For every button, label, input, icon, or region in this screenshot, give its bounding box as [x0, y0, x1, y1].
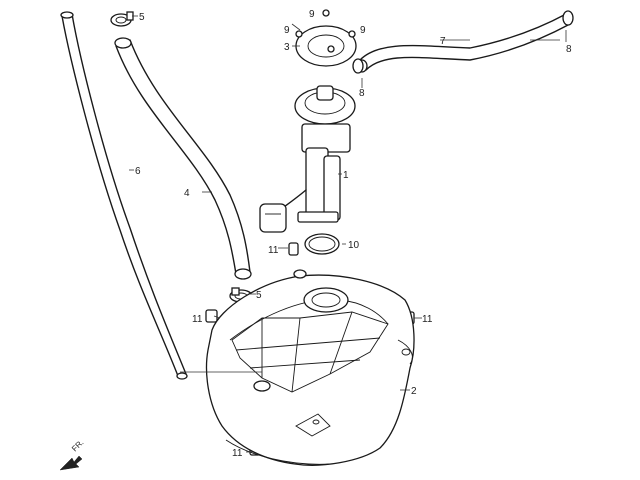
- callout-6: 6: [135, 166, 141, 177]
- breather-tube-6: [60, 11, 188, 380]
- callout-9-top: 9: [309, 9, 315, 20]
- callout-3: 3: [284, 42, 290, 53]
- callout-labels: 5 6 4 5 9 9 9 3 7 8 8 1 10 11 11 11 2 11: [135, 9, 572, 459]
- hose-clamp-8-left: [352, 58, 364, 74]
- callout-4: 4: [184, 188, 190, 199]
- callout-9-left: 9: [284, 25, 290, 36]
- arrow-icon: [59, 455, 83, 471]
- callout-11-d: 11: [232, 448, 243, 459]
- retaining-plate-3: [295, 25, 357, 67]
- front-direction-indicator: FR.: [59, 438, 86, 471]
- hose-clamp-8-right: [562, 10, 574, 26]
- callout-1: 1: [343, 170, 349, 181]
- callout-10: 10: [348, 240, 360, 251]
- callout-11-b: 11: [192, 314, 203, 325]
- callout-7: 7: [440, 36, 446, 47]
- callout-9-right: 9: [360, 25, 366, 36]
- callout-5-bottom: 5: [256, 290, 262, 301]
- leader-lines: [129, 15, 567, 453]
- o-ring-10: [304, 233, 340, 255]
- vent-hose-7: [356, 13, 571, 73]
- fuel-pump-assembly-1: [259, 85, 356, 233]
- callout-11-a: 11: [268, 245, 279, 256]
- direction-label: FR.: [70, 438, 85, 453]
- bolts-9: [295, 9, 356, 53]
- grommet-11-a: [288, 242, 299, 256]
- callout-2: 2: [411, 386, 417, 397]
- callout-11-c: 11: [422, 314, 433, 325]
- callout-8-right: 8: [566, 44, 572, 55]
- fuel-tank-2: [205, 269, 415, 466]
- grommet-11-b: [205, 309, 218, 323]
- filler-hose-4: [114, 37, 252, 280]
- hose-clamp-5-top: [110, 11, 134, 27]
- callout-8-left: 8: [359, 88, 365, 99]
- callout-5-top: 5: [139, 12, 145, 23]
